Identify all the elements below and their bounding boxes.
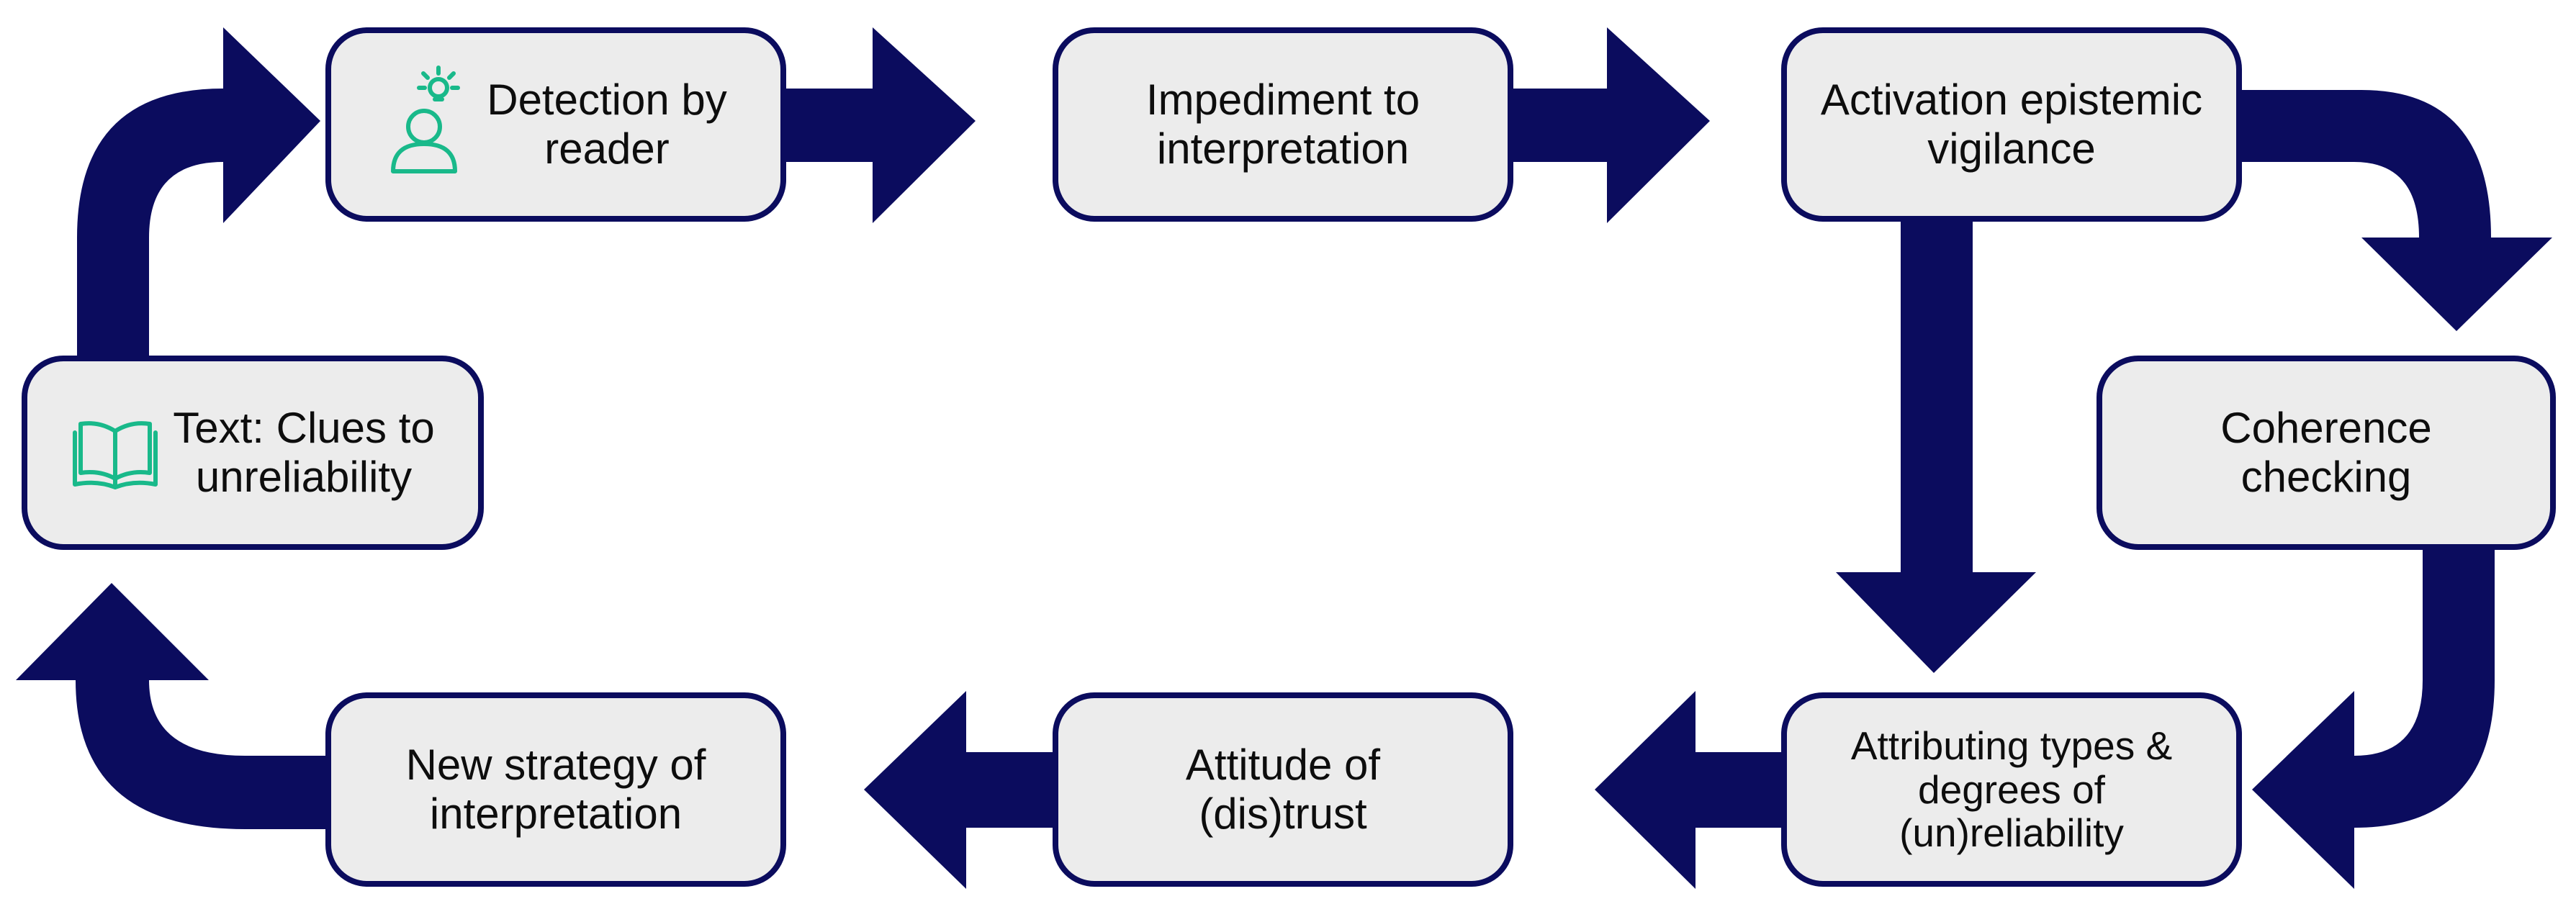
label-line: degrees of (1918, 767, 2105, 812)
node-label: Attributing types & degrees of (un)relia… (1851, 724, 2172, 855)
node-label: Attitude of (dis)trust (1186, 741, 1380, 839)
arrow-text-clues-to-detection (77, 27, 320, 360)
label-line: Text: Clues to (173, 404, 435, 453)
label-line: reader (544, 125, 670, 173)
node-attitude-of-distrust: Attitude of (dis)trust (1053, 692, 1513, 887)
label-line: interpretation (429, 790, 683, 838)
arrow-attributing-to-attitude (1595, 691, 1784, 889)
node-label: Impediment to interpretation (1146, 76, 1420, 173)
node-text-clues-to-unreliability: Text: Clues to unreliability (22, 356, 484, 550)
node-label: Coherence checking (2220, 404, 2432, 502)
label-line: Coherence (2220, 404, 2432, 453)
node-label: Detection by reader (487, 76, 727, 173)
label-line: Attributing types & (1850, 723, 2173, 769)
arrow-attitude-to-new-strategy (864, 691, 1053, 889)
label-line: vigilance (1927, 125, 2096, 173)
label-line: Attitude of (1185, 741, 1381, 790)
label-line: interpretation (1156, 125, 1410, 173)
label-line: Detection by (487, 76, 727, 125)
node-detection-by-reader: Detection by reader (325, 27, 786, 222)
label-line: checking (2241, 453, 2412, 501)
node-attributing-unreliability: Attributing types & degrees of (un)relia… (1781, 692, 2242, 887)
arrow-impediment-to-activation (1510, 27, 1710, 223)
node-impediment-to-interpretation: Impediment to interpretation (1053, 27, 1513, 222)
label-line: Impediment to (1145, 76, 1420, 125)
label-line: Activation epistemic (1820, 76, 2203, 125)
arrow-new-strategy-to-text-clues (16, 583, 331, 829)
node-new-strategy-of-interpretation: New strategy of interpretation (325, 692, 786, 887)
open-book-icon (73, 421, 158, 489)
arrow-detection-to-impediment (778, 27, 976, 223)
arrow-coherence-to-attributing (2252, 547, 2495, 889)
node-label: New strategy of interpretation (406, 741, 706, 839)
label-line: (un)reliability (1899, 810, 2124, 856)
label-line: (dis)trust (1199, 790, 1367, 838)
node-label: Text: Clues to unreliability (173, 404, 435, 502)
label-line: unreliability (195, 453, 413, 501)
label-line: New strategy of (405, 741, 706, 790)
arrow-activation-to-attributing (1836, 220, 2036, 673)
node-coherence-checking: Coherence checking (2097, 356, 2556, 550)
node-activation-epistemic-vigilance: Activation epistemic vigilance (1781, 27, 2242, 222)
person-with-lightbulb-icon (391, 65, 461, 173)
node-label: Activation epistemic vigilance (1821, 76, 2202, 173)
arrow-activation-to-coherence (2239, 90, 2552, 331)
